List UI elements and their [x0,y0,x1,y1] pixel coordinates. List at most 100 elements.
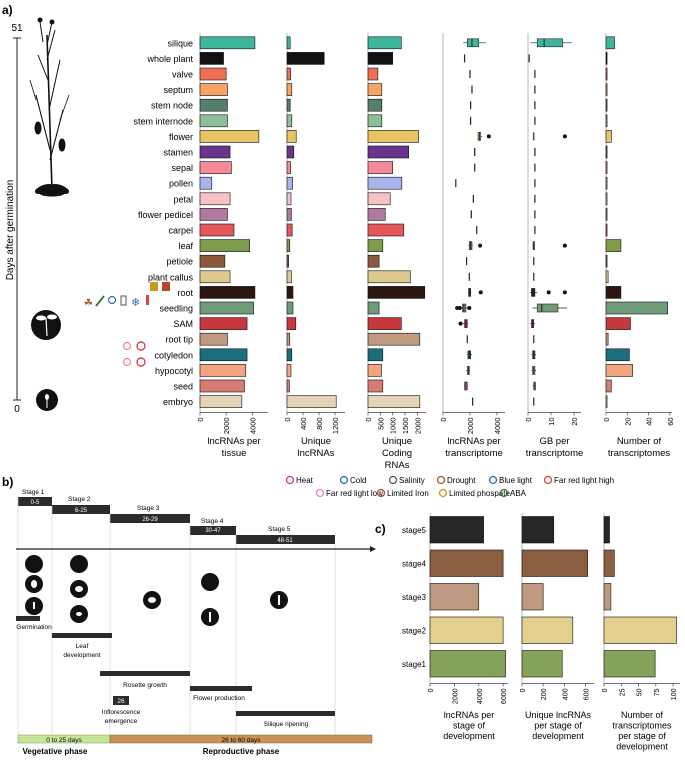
bar [199,130,260,143]
stage-3-name: Stage 3 [137,505,160,512]
stage-2-name: Stage 2 [68,496,91,503]
legend-item: Limited Iron [376,488,429,498]
reproductive-phase-label: Reproductive phase [203,747,280,756]
seedling-icon [31,310,61,340]
stage-illustrations [25,555,288,626]
stage-5-range: 48-51 [277,538,293,544]
legend-item: Cold [339,475,366,485]
panel-label-a: a) [2,3,13,17]
bar [605,348,630,362]
x-tick-label: 400 [562,688,569,700]
bar [286,364,292,377]
stage-bars: Stage 1 0-5 Stage 2 6-25 Stage 3 26-29 S… [18,489,335,544]
aba-icon [95,295,105,307]
tissue-label: pollen [169,179,193,189]
x-tick-label: 2000 [452,688,459,704]
x-axis-label: RNAs [385,460,410,471]
legend-item: Far red light low [315,488,383,498]
tissue-label: sepal [171,163,193,173]
inflorescence-badge-value: 26 [117,698,125,705]
time-arrow-head [370,546,376,552]
bar [199,317,248,330]
bar [367,286,426,299]
tissue-label: whole plant [146,54,193,64]
tissue-label: stamen [163,148,193,158]
bar [605,364,633,377]
x-tick-label: 1000 [389,417,398,434]
bar [286,301,294,315]
iron-icon [150,282,158,291]
x-tick-label: 40 [645,417,654,425]
bar [367,239,384,252]
x-tick-label: 0 [602,688,609,692]
bar [605,98,608,112]
tissue-label: flower [169,132,193,142]
iron-icon [376,488,386,498]
x-axis-label: transcriptomes [612,721,672,731]
bar [521,549,588,577]
bar [603,650,656,678]
x-axis-label: Unique lncRNAs [525,710,592,720]
bar [367,145,410,159]
x-tick-label: 0 [428,688,435,692]
bar [605,332,609,346]
x-tick-label: 75 [654,688,661,696]
vegetative-phase-range: 0 to 25 days [46,737,82,744]
bar [286,348,293,362]
bar [605,254,608,268]
bar [199,395,243,408]
bar [286,36,291,50]
bar [286,98,291,112]
bar [605,67,608,81]
bar [605,176,608,190]
legend-item: ABA [499,488,527,498]
bar [367,67,379,81]
bar [367,114,383,128]
stage-4-range: 30-47 [205,528,221,534]
stage-5-name: Stage 5 [268,526,291,533]
bar [367,270,411,284]
bar [286,67,291,81]
bar [603,549,615,577]
x-tick-label: 50 [637,688,644,696]
bar [605,83,608,96]
bar [605,379,612,393]
x-axis-label: development [443,731,495,741]
x-tick-label: 400 [299,417,308,430]
tissue-label: cotyledon [154,350,193,360]
x-axis-label: development [616,742,668,752]
bar [367,317,402,330]
box [536,303,559,313]
bar [521,650,563,678]
event-silique-ripening: Silique ripening [264,721,309,728]
bar [199,270,231,284]
box [466,38,480,48]
bar [199,348,248,362]
box [536,38,563,48]
bulb-red-icon [136,357,146,367]
bar [429,616,504,644]
bar [286,239,291,252]
bar [199,379,245,393]
thermometer-icon [285,475,295,485]
x-tick-label: 500 [376,417,385,430]
tissue-label: seed [173,382,193,392]
tissue-label: valve [172,70,193,80]
bar [521,583,544,611]
x-tick-label: 10 [547,417,556,425]
x-tick-label: 2000 [466,417,475,434]
x-tick-label: 0 [283,417,292,421]
outlier [562,290,567,295]
bar [367,301,380,315]
bar [286,254,289,268]
x-tick-label: 0 [196,417,205,421]
bar [199,286,256,299]
x-axis-label: transcriptomes [608,448,671,459]
days-axis-bottom: 0 [14,404,20,415]
outlier [486,134,491,139]
thermometer-icon [146,295,149,305]
